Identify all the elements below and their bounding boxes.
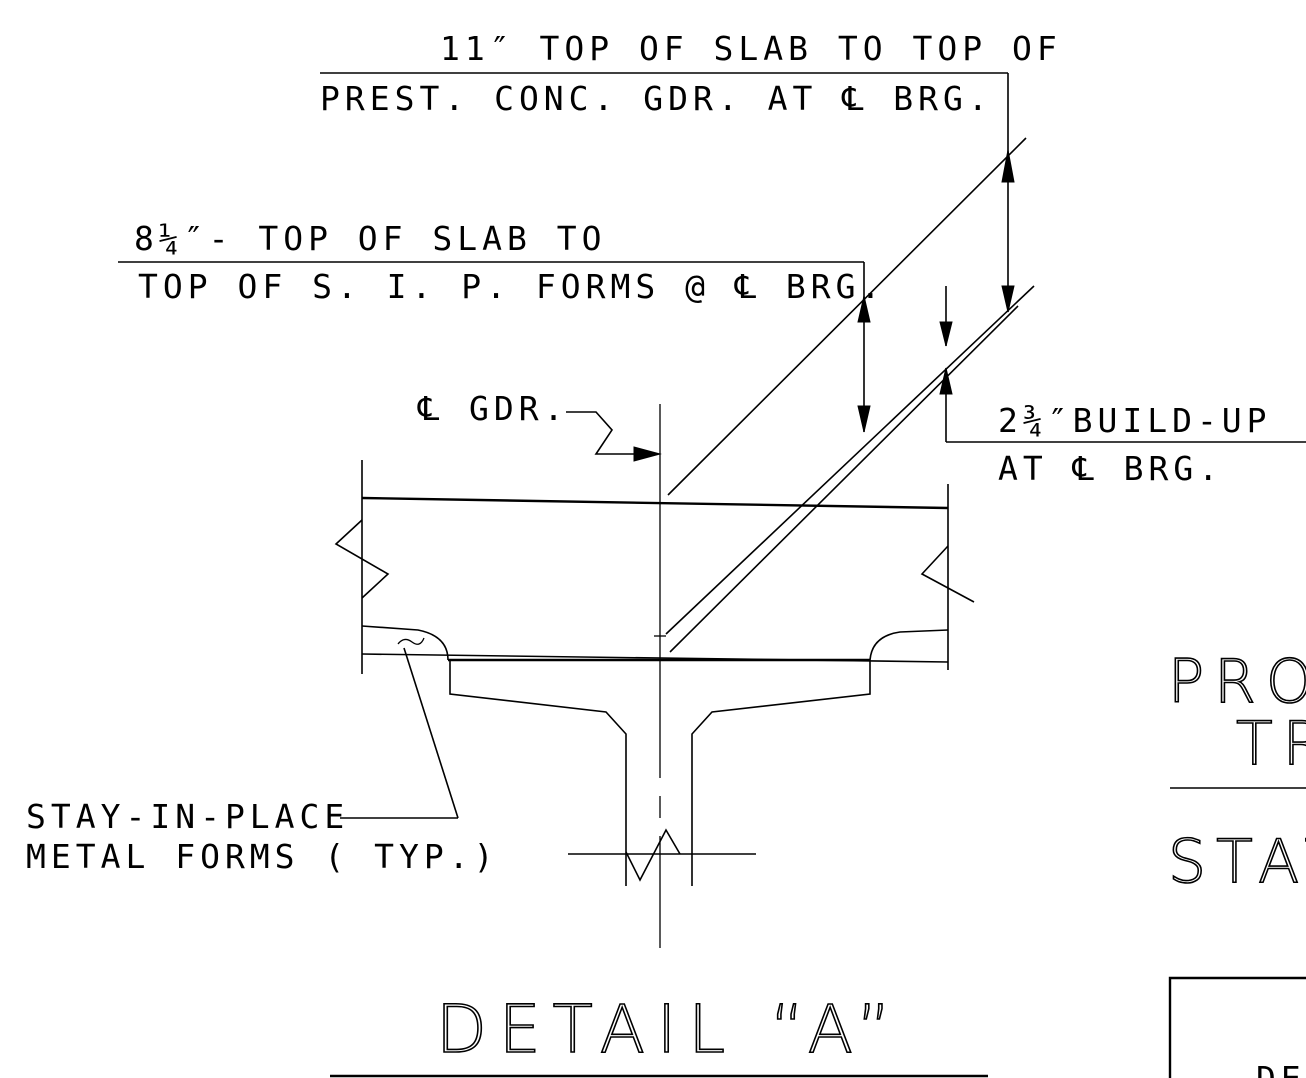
callout-11in-line2: PREST. CONC. GDR. AT ℄ BRG.	[320, 79, 993, 118]
callout-8in-line1: 8¼″- TOP OF SLAB TO	[134, 219, 607, 258]
detail-title: DETAIL “A”	[436, 991, 903, 1068]
top-of-girder-line-a	[665, 285, 1035, 635]
girder-left-profile	[449, 660, 627, 886]
top-of-girder-line-b	[669, 305, 1019, 653]
callout-buildup: 2¾″BUILD-UP AT ℄ BRG.	[939, 286, 1306, 488]
deck-slab-section	[334, 460, 975, 674]
right-break-line	[920, 545, 975, 603]
slab-top-line	[361, 496, 949, 510]
dim-arrow-up-icon	[857, 295, 871, 323]
leader-arrow-right-icon	[633, 446, 662, 462]
girder-centerline	[654, 404, 666, 948]
sip-form-squiggle	[397, 637, 425, 645]
web-break-zigzag	[625, 828, 681, 882]
dim-arrow-down-icon	[857, 405, 871, 433]
detail-title-group: DETAIL “A”	[330, 990, 988, 1078]
callout-stay-in-place: STAY-IN-PLACE METAL FORMS ( TYP.)	[26, 647, 499, 876]
callout-buildup-line1: 2¾″BUILD-UP	[998, 401, 1272, 440]
dim-arrow-up-icon	[1001, 149, 1015, 183]
callout-sip-line1: STAY-IN-PLACE	[26, 797, 349, 836]
callout-top-slab-to-sip: 8¼″- TOP OF SLAB TO TOP OF S. I. P. FORM…	[118, 219, 885, 433]
callout-cl-gdr-text: ℄ GDR.	[417, 389, 569, 428]
dim-arrow-down-icon	[1001, 285, 1015, 313]
callout-centerline-gdr: ℄ GDR.	[417, 389, 662, 462]
cl-gdr-leader	[566, 411, 638, 455]
girder-section	[448, 658, 871, 886]
callout-sip-line2: METAL FORMS ( TYP.)	[26, 837, 499, 876]
dim-arrow-down-icon	[939, 321, 953, 347]
title-block-partial: PROJ TR STAT DE	[1167, 646, 1306, 1078]
girder-right-profile	[691, 660, 871, 886]
left-haunch	[361, 625, 449, 661]
right-haunch	[869, 629, 949, 661]
title-block-frame	[1168, 976, 1306, 1078]
callout-buildup-line2: AT ℄ BRG.	[998, 449, 1223, 488]
sip-leader-diagonal	[403, 647, 459, 819]
slab-diagonal-lines	[665, 137, 1035, 653]
title-block-de: DE	[1256, 1059, 1306, 1078]
callout-11in-line1: 11″ TOP OF SLAB TO TOP OF	[440, 29, 1062, 68]
title-block-proj: PROJ	[1168, 647, 1306, 717]
callout-top-slab-to-girder: 11″ TOP OF SLAB TO TOP OF PREST. CONC. G…	[320, 29, 1062, 313]
title-block-tr: TR	[1236, 709, 1306, 779]
callout-8in-line2: TOP OF S. I. P. FORMS @ ℄ BRG.	[138, 267, 885, 306]
top-of-slab-line	[667, 137, 1027, 496]
title-block-stat: STAT	[1168, 827, 1306, 897]
left-break-line	[334, 519, 390, 599]
